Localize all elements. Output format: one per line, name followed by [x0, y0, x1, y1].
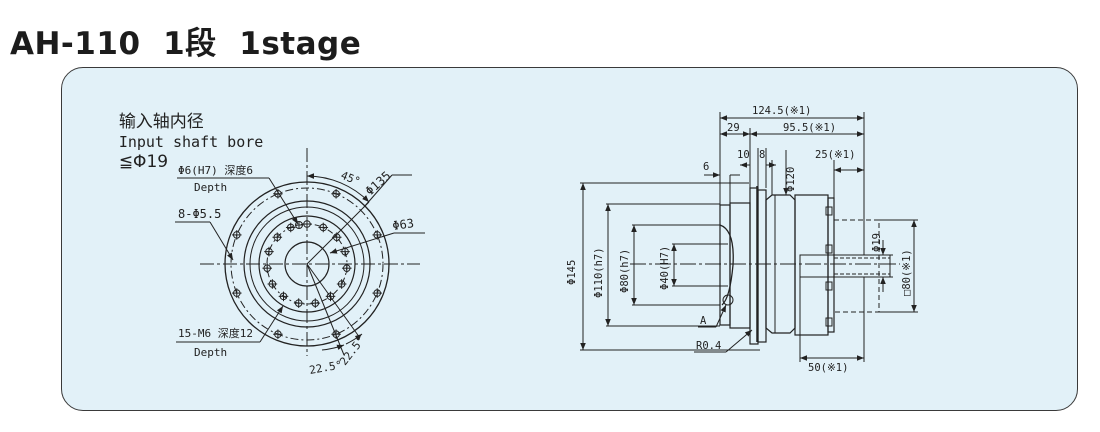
flange-rim-2 — [757, 189, 767, 343]
caption-label-en: Input shaft bore — [118, 133, 264, 151]
drawing-panel — [61, 67, 1078, 411]
input-shaft — [799, 254, 891, 278]
housing-circle-2 — [249, 206, 365, 322]
page-title: AH-110 1段 1stage — [10, 26, 362, 62]
dim-8: 8 — [759, 149, 765, 161]
motor-flange-lip — [827, 197, 835, 333]
side-view — [580, 112, 918, 362]
dim-phi110: Φ110(h7) — [593, 247, 605, 298]
dim-95-5: 95.5(※1) — [783, 122, 836, 134]
dim-10: 10 — [737, 149, 750, 161]
callout-dowel: Φ6(H7) 深度6 — [178, 163, 253, 177]
center-bore-circle — [284, 241, 330, 287]
output-flange-circle — [258, 215, 356, 313]
callout-holes: 8-Φ5.5 — [178, 207, 221, 221]
dim-phi135: Φ135 — [363, 168, 394, 198]
dim-50: 50(※1) — [808, 362, 848, 374]
dim-sq80: □80(※1) — [901, 249, 913, 296]
dim-phi19: Φ19 — [871, 233, 883, 252]
dim-phi40: Φ40(H7) — [659, 246, 671, 290]
dim-phi120: Φ120 — [785, 167, 797, 192]
callout-tapped-en: Depth — [194, 346, 227, 359]
front-view — [175, 148, 425, 356]
outer-mount-holes — [231, 188, 383, 340]
dim-124-5: 124.5(※1) — [752, 105, 811, 117]
callout-tapped: 15-M6 深度12 — [178, 326, 253, 340]
shaft-bore-caption: 输入轴内径 Input shaft bore ≦Φ19 — [108, 87, 264, 172]
angle-45: 45° — [339, 169, 362, 188]
angle-22-5-a: 22.5° — [308, 358, 343, 377]
dim-29: 29 — [727, 122, 740, 134]
input-collar — [833, 219, 880, 313]
callout-dowel-en: Depth — [194, 181, 227, 194]
dim-25: 25(※1) — [815, 149, 855, 161]
dim-phi80: Φ80(h7) — [619, 249, 631, 293]
caption-value: ≦Φ19 — [118, 152, 169, 172]
caption-label-cn: 输入轴内径 — [118, 112, 204, 132]
dowel-hole — [295, 221, 303, 229]
tapped-holes — [262, 219, 352, 308]
dim-phi63: Φ63 — [391, 216, 414, 233]
dim-phi145: Φ145 — [566, 260, 578, 285]
dim-6: 6 — [703, 161, 709, 173]
label-r0-4: R0.4 — [696, 340, 721, 352]
label-a: A — [700, 315, 707, 327]
